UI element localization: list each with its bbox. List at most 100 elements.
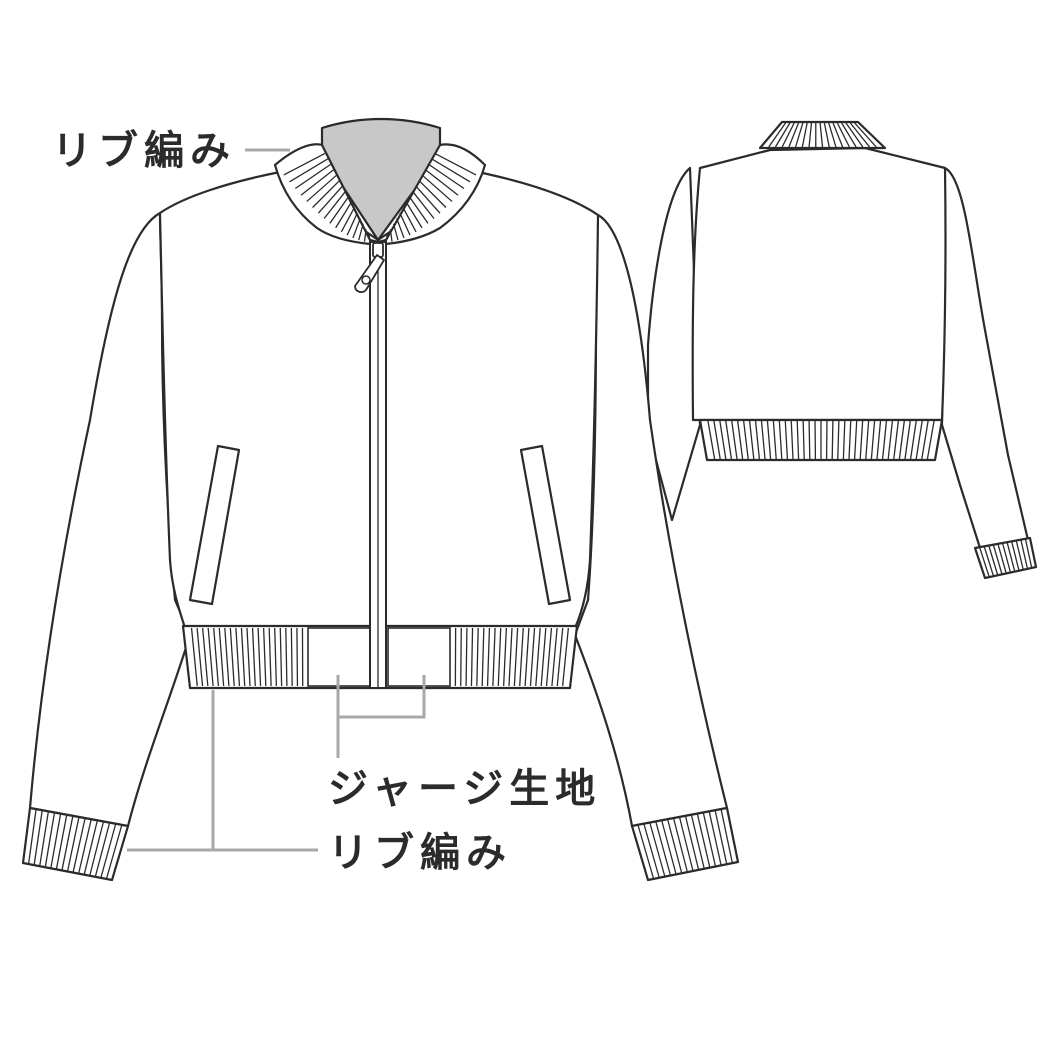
hem-rib-line xyxy=(470,627,474,687)
collar-rib-line xyxy=(412,190,435,219)
left-welt-pocket xyxy=(188,444,241,606)
cuff-rib-line xyxy=(649,822,666,877)
jersey-label: ジャージ生地 xyxy=(328,766,601,812)
collar-rib-line xyxy=(312,180,341,208)
cuff-rib-line xyxy=(637,824,655,880)
back-collar-rib-line xyxy=(808,121,813,148)
collar-rib-line xyxy=(317,185,344,214)
hem-rib-line xyxy=(246,627,251,687)
cuff-rib-line xyxy=(66,816,80,872)
cuff-rib-line xyxy=(33,810,43,866)
back-hem-rib-line xyxy=(915,420,923,460)
collar-rib-line xyxy=(399,212,411,236)
back-collar-rib-line xyxy=(853,121,877,148)
hem-rib-line xyxy=(508,627,513,687)
collar-rib-line xyxy=(392,223,399,241)
back-hem-rib-line xyxy=(842,420,846,460)
collar-rib-line xyxy=(352,218,361,239)
back-right-cuff-ribs xyxy=(978,538,1033,578)
right-welt-pocket xyxy=(519,444,572,606)
back-collar-rib-line xyxy=(840,121,857,148)
hem-rib-line xyxy=(492,627,496,687)
back-cuff-rib-line xyxy=(1006,542,1016,572)
collar-rib-line xyxy=(346,212,358,236)
hem-rib-line xyxy=(524,627,530,687)
cuff-rib-line xyxy=(94,822,111,877)
hem-rib-line xyxy=(285,627,288,687)
hem-rib-line xyxy=(502,627,508,687)
cuff-rib-line xyxy=(720,808,734,864)
hem-rib-line xyxy=(274,627,278,687)
collar-rib-line xyxy=(300,169,335,196)
back-hem-rib-line xyxy=(766,420,772,460)
back-right-sleeve xyxy=(940,166,1030,550)
cuff-rib-line xyxy=(83,820,99,875)
cuff-rib-line xyxy=(643,823,660,878)
hem-rib-line xyxy=(268,627,272,687)
hem-rib-line xyxy=(460,627,462,687)
back-hem-rib-line xyxy=(737,420,744,460)
collar-rib-line xyxy=(363,229,367,242)
jacket-front-view xyxy=(21,117,740,882)
collar-rib-line xyxy=(428,163,465,190)
back-cuff-rib-line xyxy=(1020,539,1029,569)
back-collar-rib-line xyxy=(794,121,804,148)
collar-rib-line xyxy=(294,163,332,190)
back-hem-ribs xyxy=(707,420,935,460)
hem-rib-line xyxy=(229,627,235,687)
cuff-rib-line xyxy=(100,823,117,879)
cuff-rib-line xyxy=(105,824,123,880)
hem-rib-line xyxy=(240,627,246,687)
back-body xyxy=(691,146,947,422)
back-hem-rib-line xyxy=(881,420,888,460)
hem-rib-line xyxy=(551,627,558,687)
back-cuff-rib-line xyxy=(1015,540,1024,570)
jacket-back-view xyxy=(646,120,1038,580)
hem-rib-line xyxy=(213,627,220,687)
collar-rib-line xyxy=(396,218,405,239)
back-cuff-rib-line xyxy=(1024,538,1033,569)
back-hem-rib-line xyxy=(870,420,876,460)
collar-rib-label: リブ編み xyxy=(52,128,236,174)
collar-rib-line xyxy=(306,174,338,202)
cuff-rib-line xyxy=(55,814,68,870)
cuff-rib-line xyxy=(661,820,677,875)
hem-rib-line xyxy=(296,627,299,687)
hem-rib-line xyxy=(465,627,468,687)
cuff-rib-line xyxy=(714,810,728,865)
back-collar-rib-line xyxy=(819,121,824,148)
back-collar-rib-line xyxy=(801,121,808,148)
back-hem-rib-line xyxy=(887,420,894,460)
hem-rib-line xyxy=(556,627,564,687)
cuff-rib-line xyxy=(39,811,50,867)
back-collar-rib-line xyxy=(827,121,837,148)
cuff-rib-line xyxy=(50,813,62,869)
back-hem-rib-line xyxy=(772,420,777,460)
back-collar-ribs xyxy=(768,121,877,148)
back-collar-rib-line xyxy=(768,121,787,148)
back-hem-rib-line xyxy=(876,420,882,460)
back-hem-rib-line xyxy=(926,420,935,460)
cuff-rib-line xyxy=(27,809,37,865)
back-cuff-rib-line xyxy=(988,545,999,576)
cuff-rib-line xyxy=(708,811,722,866)
cuff-rib-line xyxy=(684,815,700,871)
cuff-rib-line xyxy=(61,815,74,871)
hem-rib-line xyxy=(497,627,502,687)
callouts: リブ編み ジャージ生地 リブ編み xyxy=(52,128,601,876)
back-collar-rib-line xyxy=(781,121,796,148)
collar-rib-line xyxy=(358,223,364,241)
collar-rib-line xyxy=(335,201,352,229)
hem-rib-line xyxy=(476,627,479,687)
back-collar-rib-line xyxy=(788,121,800,148)
collar-rib-line xyxy=(408,196,429,224)
back-collar-rib-line xyxy=(823,121,830,148)
back-cuff-rib-line xyxy=(1001,542,1012,573)
hem-rib-line xyxy=(196,627,204,687)
hem-rib-line xyxy=(262,627,267,687)
cuff-rib-line xyxy=(672,817,689,873)
cuff-rib-line xyxy=(678,816,694,872)
collar-rib-line xyxy=(329,196,350,224)
back-cuff-rib-line xyxy=(978,546,990,578)
back-hem-rib-line xyxy=(837,420,840,460)
